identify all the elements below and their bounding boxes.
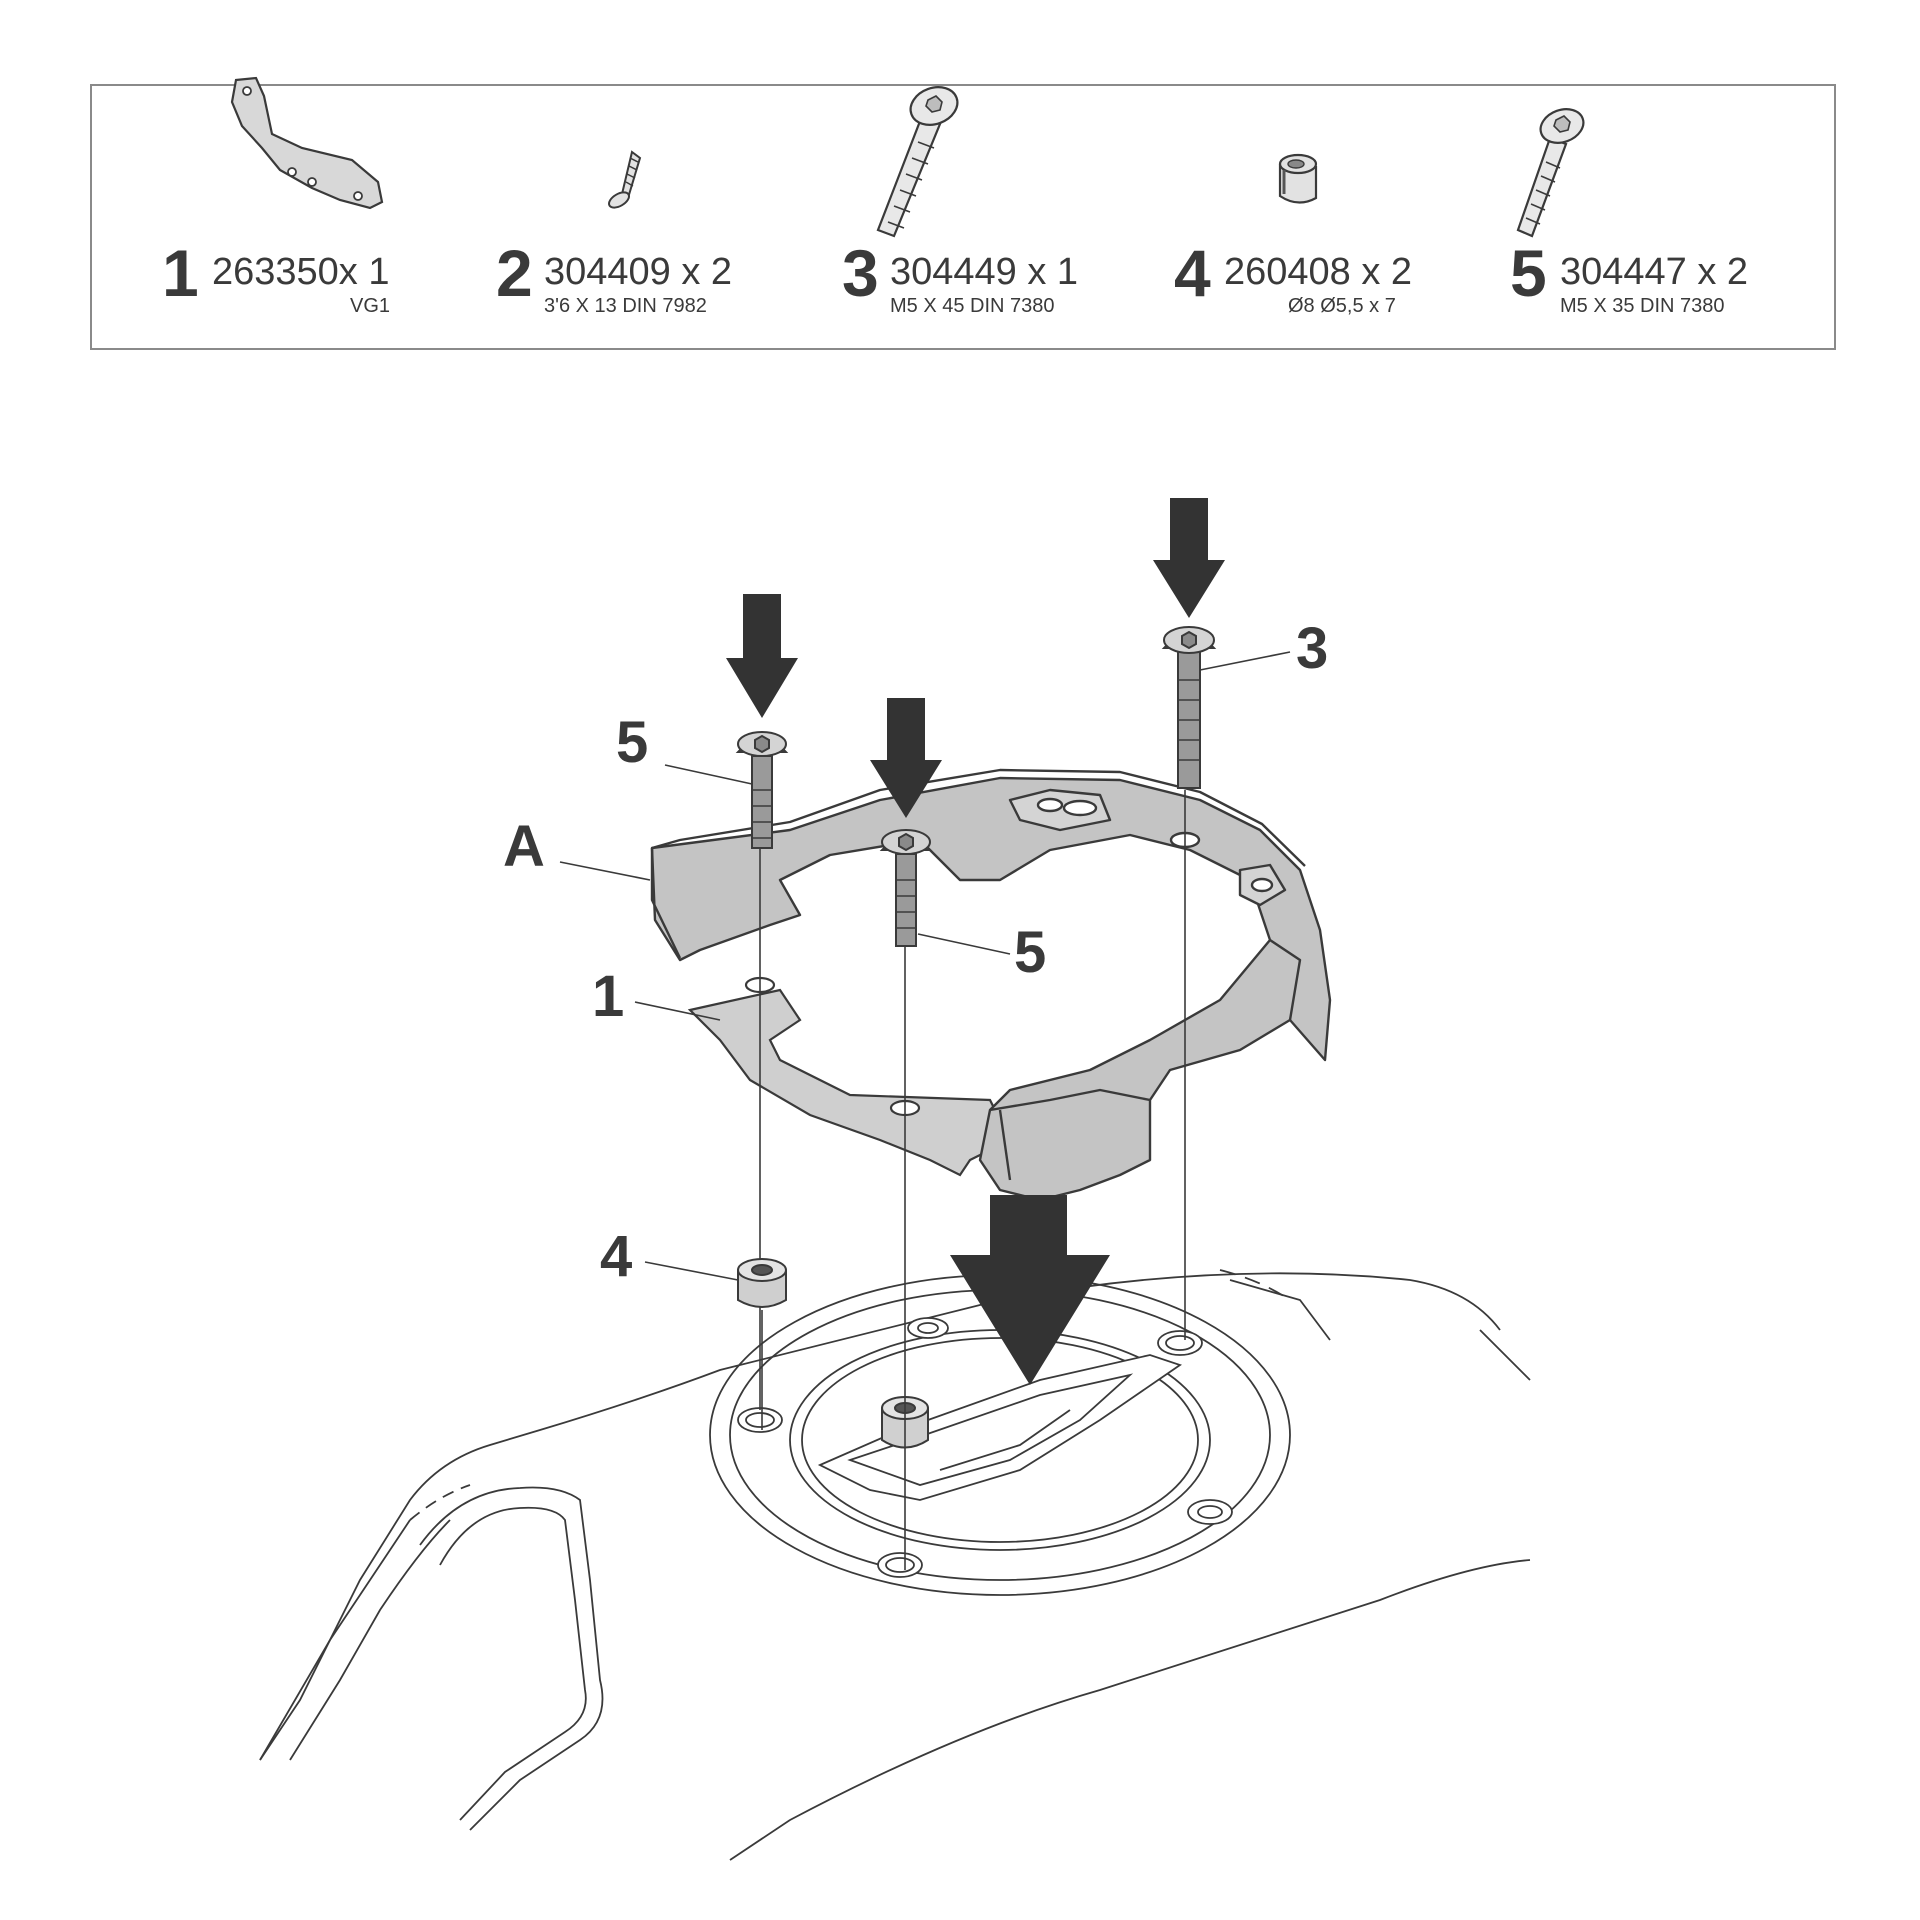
self-tapping-screw-icon: [608, 150, 642, 209]
long-screw-icon: [876, 86, 959, 238]
bracket-plate-icon: [230, 76, 384, 210]
part-1: 1 263350x 1 VG1: [92, 76, 432, 348]
callout-a: A: [503, 814, 545, 879]
screw-left: [735, 731, 789, 849]
part-4: 4 260408 x 2 Ø8 Ø5,5 x 7: [1092, 86, 1412, 348]
part-2: 2 304409 x 2 3'6 X 13 DIN 7982: [432, 86, 732, 348]
part-3-spec: M5 X 45 DIN 7380: [890, 295, 1055, 317]
callout-5-left: 5: [616, 710, 648, 775]
mounting-plate: [687, 976, 1012, 1177]
leader-lines: [559, 651, 1291, 1281]
callout-4: 4: [600, 1224, 632, 1289]
part-2-number: 2: [496, 236, 533, 310]
part-1-code: 263350x 1: [212, 251, 390, 293]
part-3: 3 304449 x 1 M5 X 45 DIN 7380: [772, 86, 1078, 348]
callout-5-middle: 5: [1014, 920, 1046, 985]
short-screw-icon: [1516, 108, 1585, 238]
part-4-spec: Ø8 Ø5,5 x 7: [1288, 295, 1396, 317]
part-2-spec: 3'6 X 13 DIN 7982: [544, 295, 707, 317]
fuel-tank-outline: [259, 1269, 1531, 1861]
arrow-screw-3: [1153, 498, 1225, 618]
filler-cap-flap: [817, 1354, 1182, 1501]
part-3-number: 3: [842, 236, 879, 310]
part-1-number: 1: [162, 236, 199, 310]
part-2-code: 304409 x 2: [544, 251, 733, 293]
part-5: 5 304447 x 2 M5 X 35 DIN 7380: [1392, 86, 1838, 348]
part-4-number: 4: [1174, 236, 1211, 310]
alignment-lines: [759, 790, 1186, 1570]
part-5-spec: M5 X 35 DIN 7380: [1560, 295, 1725, 317]
arrow-screw-left: [726, 594, 798, 718]
part-3-code: 304449 x 1: [890, 251, 1079, 293]
part-1-spec: VG1: [350, 295, 391, 317]
spacer-icon: [1278, 153, 1318, 204]
filler-cap-holes: [737, 1317, 1233, 1578]
part-5-code: 304447 x 2: [1560, 251, 1749, 293]
callout-3: 3: [1296, 616, 1328, 681]
part-5-number: 5: [1510, 236, 1547, 310]
spacer-floating: [737, 1258, 787, 1308]
arrow-screw-middle: [870, 698, 942, 818]
callout-1: 1: [592, 964, 624, 1029]
bracket-a: [650, 768, 1332, 1202]
screw-middle: [879, 829, 933, 947]
parts-list: 1 263350x 1 VG1 2 304409 x 2 3'6 X 13 DI…: [90, 76, 1838, 350]
screw-long: [1161, 626, 1217, 789]
arrow-bracket-down: [950, 1195, 1110, 1385]
part-4-code: 260408 x 2: [1224, 251, 1413, 293]
